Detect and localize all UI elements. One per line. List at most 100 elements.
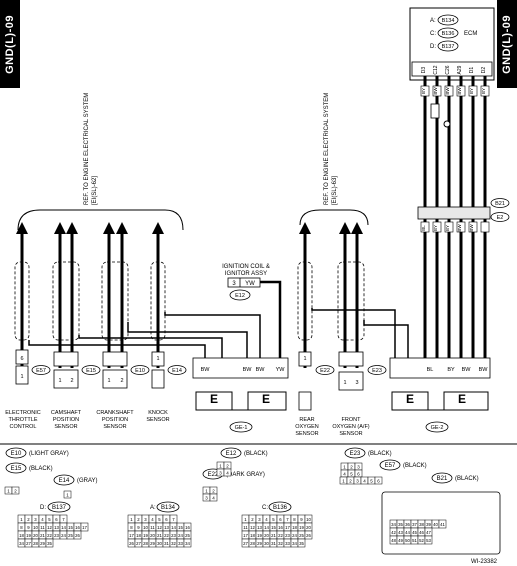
e22-block-pin: 3 xyxy=(205,495,208,500)
joint-connector: B21 E2 xyxy=(417,198,510,222)
b21-block-pin: 39 xyxy=(426,522,431,527)
b134-block-pin: 19 xyxy=(143,533,148,538)
b137-block-pin: 11 xyxy=(40,525,45,530)
b137-block-pin: 8 xyxy=(20,525,23,530)
ecm-conn-d-id: B137 xyxy=(442,44,455,50)
e22-block-pin: 1 xyxy=(205,488,208,493)
ecm-wire-color-box xyxy=(468,85,478,97)
b137-block-pin: 27 xyxy=(26,541,31,546)
e23-pin-1: 1 xyxy=(343,380,346,386)
e10-block-pin: 2 xyxy=(14,488,17,493)
b134-block-pin: 1 xyxy=(130,517,133,522)
component-e23: 1 3 E23 FRONT OXYGEN (A/F) SENSOR xyxy=(332,351,387,437)
b137-block-pin: 28 xyxy=(33,541,38,546)
e22-block-pin: 4 xyxy=(212,495,215,500)
ecm-wire-color: BY xyxy=(481,88,486,94)
e57-block-pin: 4 xyxy=(363,478,366,483)
e22-name-2: OXYGEN xyxy=(295,424,319,430)
e22-name-3: SENSOR xyxy=(295,431,318,437)
b21-block-pin: 53 xyxy=(426,538,431,543)
b137-block-cell xyxy=(45,538,54,548)
b137-block-pin: 10 xyxy=(33,525,38,530)
b134-block-pin: 24 xyxy=(178,533,183,538)
connector-legend: E10 (LIGHT GRAY) E15 (BLACK) E14 (GRAY) … xyxy=(0,443,517,513)
ge2-color-1: BL xyxy=(427,367,434,373)
ref-bracket-left: REF. TO ENGINE ELECTRICAL SYSTEM [EI(SL)… xyxy=(17,93,184,231)
ge1-ground-glyph-a: E xyxy=(210,392,218,406)
e22-pin: 1 xyxy=(303,356,306,362)
ecm-wire-color: BY xyxy=(421,88,426,94)
b134-block-pin: 31 xyxy=(164,541,169,546)
e10-pin-2: 2 xyxy=(120,378,123,384)
b21-block-pin: 46 xyxy=(419,530,424,535)
joint-wire-color: BY xyxy=(445,225,450,231)
b134-block-cell xyxy=(183,538,192,548)
ecm-conn-c-id: B136 xyxy=(442,31,455,37)
b136-block-pin: 6 xyxy=(279,517,282,522)
b134-block-pin: 6 xyxy=(165,517,168,522)
b136-block-pin: 11 xyxy=(243,525,248,530)
section-tag-right: GND(L)-09 xyxy=(497,0,517,88)
b134-block-pin: 9 xyxy=(137,525,140,530)
b134-block-pin: 26 xyxy=(129,541,134,546)
b134-block-pin: 29 xyxy=(150,541,155,546)
e57-block-pin: 6 xyxy=(377,478,380,483)
legend-e10-id: E10 xyxy=(11,451,22,457)
legend-e12-id: E12 xyxy=(226,451,237,457)
joint-wire-color-box xyxy=(456,221,466,233)
legend-b137-letter: D: xyxy=(40,505,46,511)
b21-block-pin: 36 xyxy=(405,522,410,527)
legend-e15-id: E15 xyxy=(11,466,22,472)
b137-block-cell xyxy=(73,530,82,540)
b137-block-pin: 25 xyxy=(68,533,73,538)
b21-block-pin: 42 xyxy=(391,530,396,535)
sensor-wires xyxy=(16,222,363,368)
ecm-wire-color-box xyxy=(456,85,466,97)
b134-block-pin: 15 xyxy=(178,525,183,530)
b136-block-pin: 18 xyxy=(250,533,255,538)
legend-b134-letter: A: xyxy=(150,505,156,511)
e57-pin: 6 xyxy=(20,356,23,362)
b136-block-pin: 31 xyxy=(271,541,276,546)
e14-name-2: SENSOR xyxy=(146,417,169,423)
b136-block-pin: 19 xyxy=(257,533,262,538)
ecm-joint-box xyxy=(430,103,440,119)
legend-e57-desc: (BLACK) xyxy=(403,463,427,469)
figure-id: WI-23382 xyxy=(471,559,498,565)
legend-e14-id: E14 xyxy=(59,478,70,484)
joint-wire-color-box xyxy=(420,221,430,233)
b21-block-pin: 47 xyxy=(426,530,431,535)
b21-block-pin: 35 xyxy=(398,522,403,527)
e57-block-pin: 5 xyxy=(370,478,373,483)
b136-block-pin: 35 xyxy=(299,541,304,546)
e12-block-pin: 2 xyxy=(226,463,229,468)
b134-block-pin: 22 xyxy=(164,533,169,538)
b136-block-pin: 34 xyxy=(292,541,297,546)
b136-block-pin: 25 xyxy=(299,533,304,538)
ge2-ground-glyph-a: E xyxy=(406,392,414,406)
component-e14: 1 E14 KNOCK SENSOR xyxy=(146,351,187,423)
b21-block-pin: 41 xyxy=(440,522,445,527)
legend-e10-desc: (LIGHT GRAY) xyxy=(29,451,69,457)
b136-block-cell xyxy=(297,538,306,548)
b136-block-pin: 28 xyxy=(250,541,255,546)
legend-e22-id: E22 xyxy=(208,472,219,478)
joint-wire-color: BY xyxy=(433,225,438,231)
e23-block-pin: 3 xyxy=(357,464,360,469)
ecm-wire-color-box xyxy=(432,85,442,97)
ignition-pin: 3 xyxy=(232,281,236,287)
ignition-color: YW xyxy=(245,281,255,287)
ref-right-line2: [EI(SL)-63] xyxy=(332,176,338,205)
ecm-pin-label: C12 xyxy=(433,65,439,74)
shield-outlines xyxy=(14,261,365,341)
b134-block-pin: 30 xyxy=(157,541,162,546)
component-e22: 1 E22 REAR OXYGEN SENSOR xyxy=(295,351,335,437)
e23-label: E23 xyxy=(372,368,382,374)
b136-block-cell xyxy=(304,530,313,540)
b136-block-pin: 17 xyxy=(243,533,248,538)
e23-name-2: OXYGEN (A/F) xyxy=(332,424,369,430)
b134-block-pin: 23 xyxy=(171,533,176,538)
e57-label: E57 xyxy=(36,368,46,374)
ecm-pin-label: D2 xyxy=(481,67,487,74)
b136-block-pin: 18 xyxy=(292,525,297,530)
